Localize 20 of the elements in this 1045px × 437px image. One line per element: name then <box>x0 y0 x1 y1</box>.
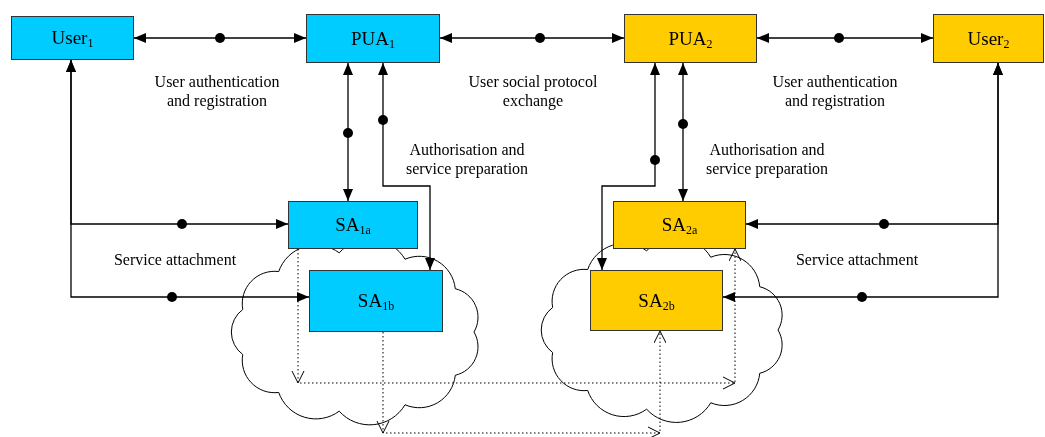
node-label: SA$_{1a}$ <box>335 214 371 236</box>
node-label: User$_{2}$ <box>967 27 1010 50</box>
node-label: SA$_{2a}$ <box>661 214 698 236</box>
process-box <box>288 201 418 249</box>
process-box <box>613 201 746 249</box>
process-box <box>590 270 723 331</box>
process-box <box>306 14 440 63</box>
node-label: User$_{1}$ <box>51 27 94 49</box>
node-label: SA$_{1b}$ <box>357 290 395 312</box>
process-box <box>933 14 1044 63</box>
process-box <box>624 14 757 63</box>
annotation-text: Authorisation and service preparation <box>704 140 830 178</box>
node-label: SA$_{2b}$ <box>638 289 675 312</box>
annotation-text: Authorisation and service preparation <box>404 140 530 178</box>
annotation-text: Service attachment <box>794 250 920 269</box>
process-box <box>11 16 134 60</box>
node-label: PUA$_{2}$ <box>668 27 713 50</box>
annotation-text: Service attachment <box>112 250 238 269</box>
node-label: PUA$_{1}$ <box>351 27 395 50</box>
process-box <box>309 270 443 332</box>
